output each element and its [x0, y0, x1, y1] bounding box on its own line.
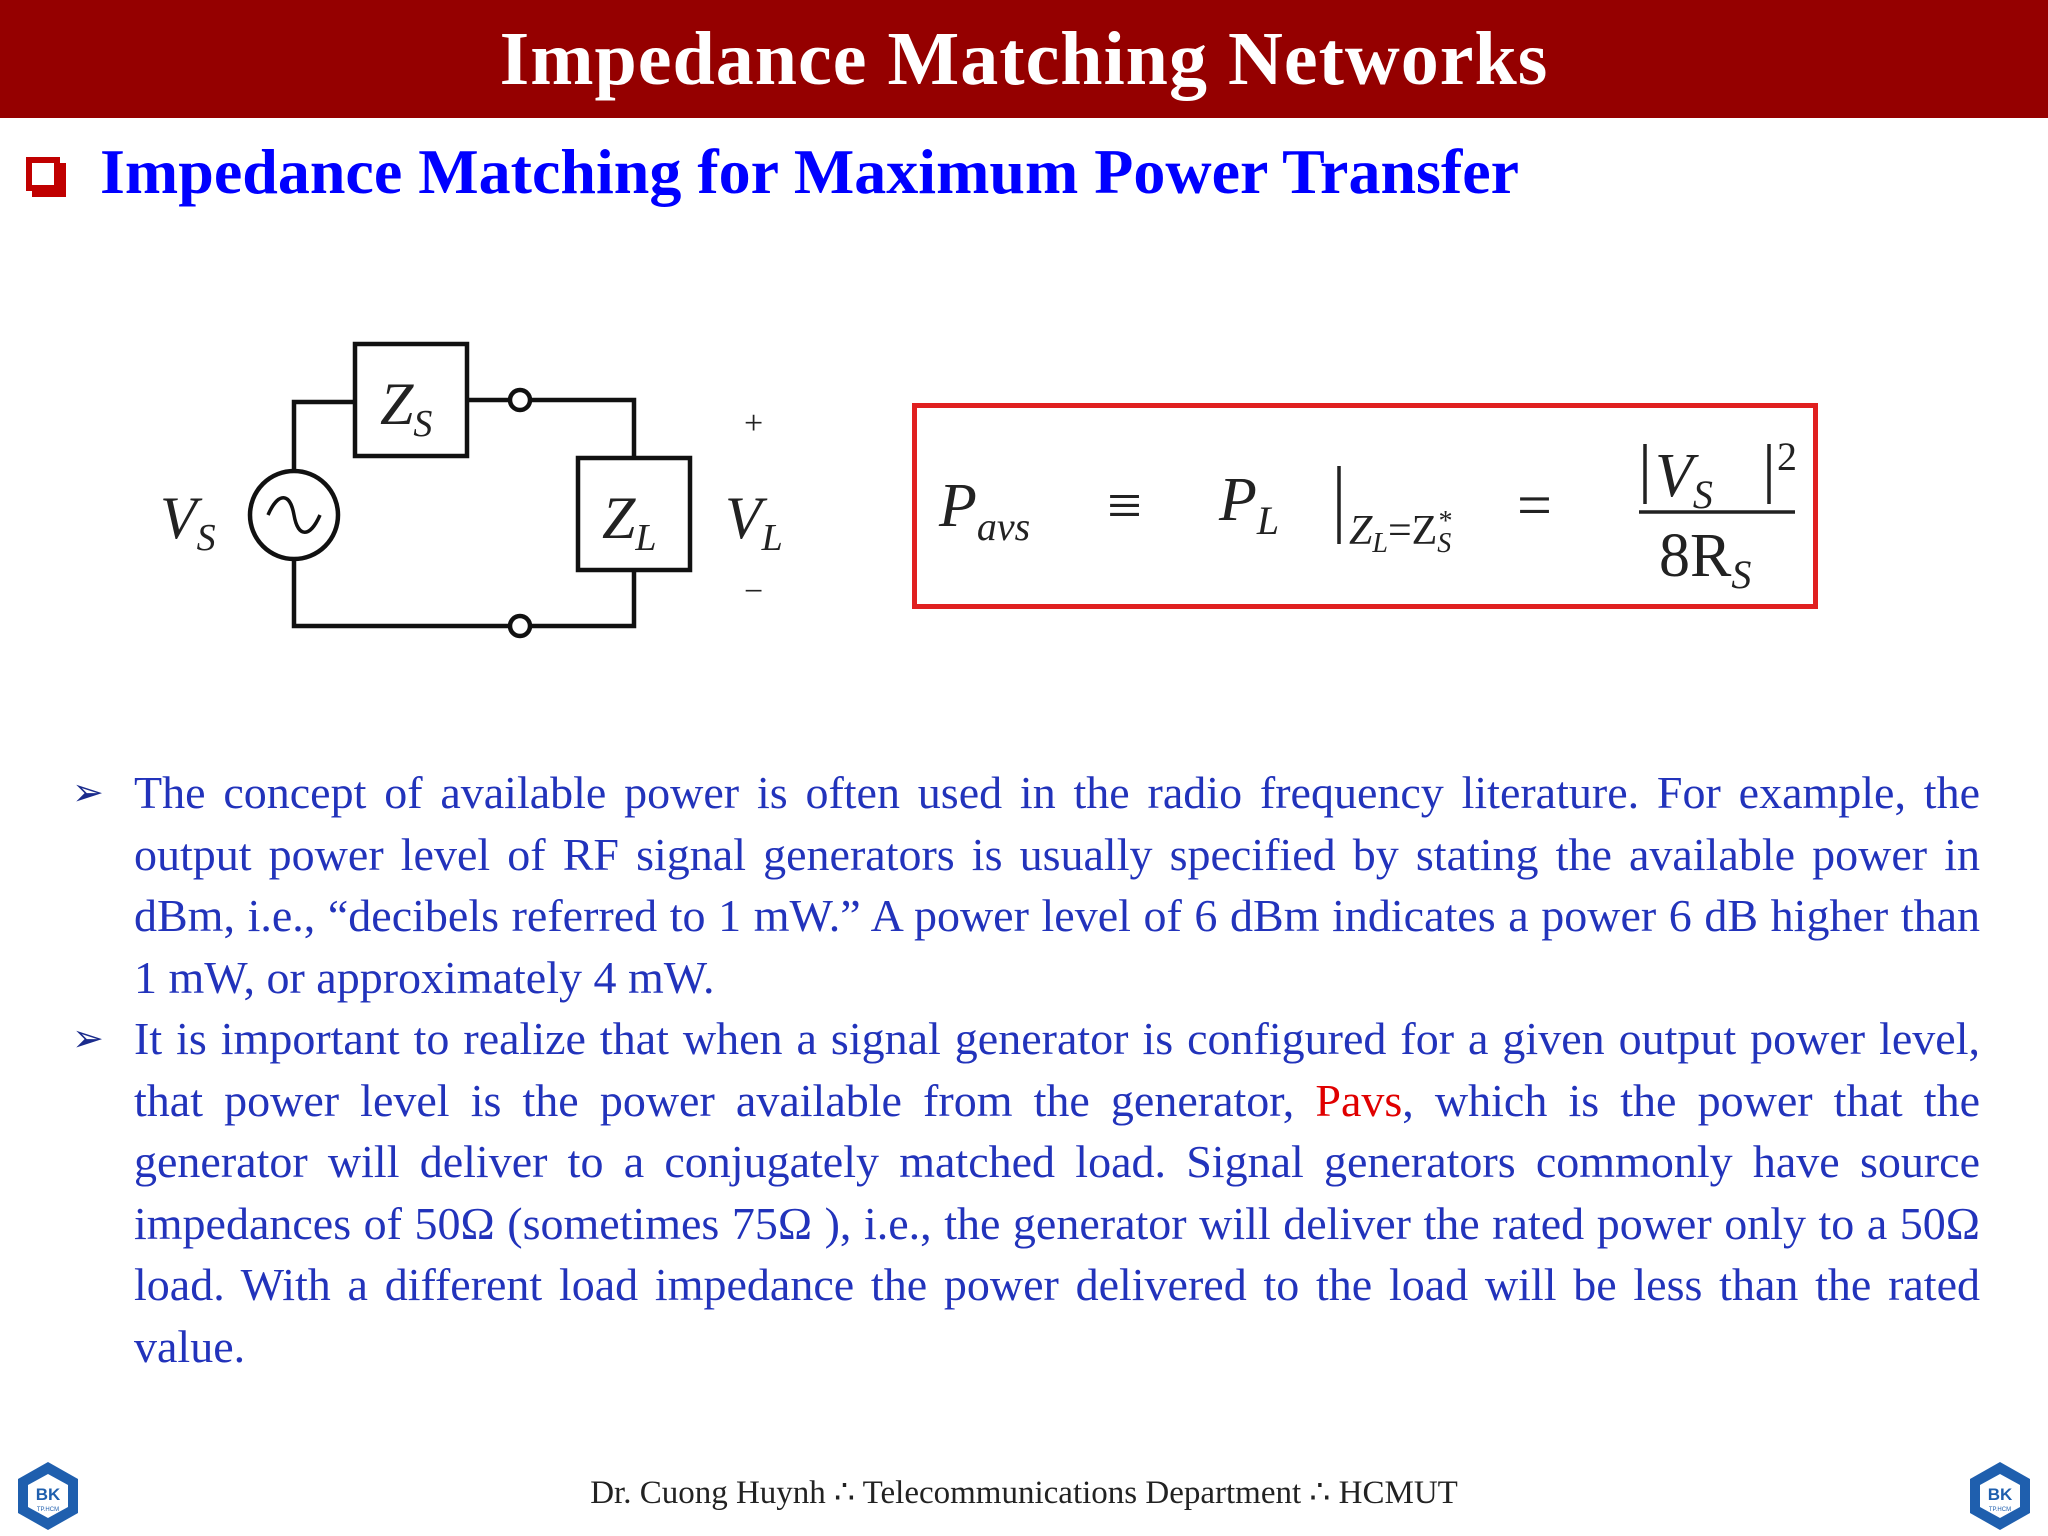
terminal-bottom — [507, 613, 533, 639]
formula: Pavs ≡ PL ZL=ZS* = VS 2 8RS — [938, 434, 1797, 597]
formula-mid: PL — [1218, 466, 1279, 543]
logo-text: BK — [1988, 1485, 2013, 1504]
wire-bottom-left — [291, 558, 510, 629]
bk-logo-right: BK TP.HCM — [1970, 1462, 2030, 1530]
ac-source-symbol — [247, 468, 341, 562]
zs-label: ZS — [380, 371, 432, 445]
plus-sign: + — [744, 405, 763, 442]
section-heading: Impedance Matching for Maximum Power Tra… — [26, 132, 1519, 212]
formula-box: Pavs ≡ PL ZL=ZS* = VS 2 8RS — [912, 403, 1818, 609]
arrow-bullet-icon: ➢ — [72, 770, 104, 814]
bullet-text-start: It is important to realize that when a s… — [134, 1013, 1980, 1126]
formula-lhs: Pavs — [938, 472, 1030, 549]
body-text: ➢ The concept of available power is ofte… — [68, 762, 1980, 1377]
bk-logo-left: BK TP.HCM — [18, 1462, 78, 1530]
highlight-pavs: Pavs — [1315, 1074, 1403, 1126]
formula-equals: = — [1517, 472, 1552, 540]
logo-text: BK — [36, 1485, 61, 1504]
bullet-text: The concept of available power is often … — [134, 767, 1980, 1003]
zl-label: ZL — [602, 485, 657, 559]
formula-numerator: VS — [1655, 442, 1713, 517]
bullet-item: ➢ It is important to realize that when a… — [68, 1008, 1980, 1377]
square-bullet-icon — [26, 157, 60, 191]
logo-subtext: TP.HCM — [1989, 1507, 2011, 1513]
slide-title: Impedance Matching Networks — [499, 16, 1549, 101]
arrow-bullet-icon: ➢ — [72, 1016, 104, 1060]
wire-top-left — [291, 399, 355, 472]
vl-label: VL — [725, 485, 783, 559]
wire-top-right — [530, 397, 637, 458]
circuit-diagram: VS ZS ZL VL + − — [160, 341, 783, 639]
sine-wave-icon — [266, 496, 322, 534]
section-title: Impedance Matching for Maximum Power Tra… — [100, 136, 1520, 207]
formula-equiv: ≡ — [1107, 472, 1142, 540]
footer: Dr. Cuong Huynh ∴ Telecommunications Dep… — [590, 1475, 1458, 1511]
terminal-top — [507, 387, 533, 413]
minus-sign: − — [744, 573, 763, 610]
wire-bottom-right — [530, 570, 637, 629]
formula-exponent: 2 — [1777, 434, 1797, 479]
source-label: VS — [160, 485, 216, 559]
formula-denominator: 8RS — [1659, 522, 1751, 597]
formula-condition: ZL=ZS* — [1349, 506, 1451, 559]
bullet-item: ➢ The concept of available power is ofte… — [68, 762, 1980, 1008]
bullet-text-end: , which is the power that the generator … — [134, 1074, 1980, 1372]
title-bar: Impedance Matching Networks — [0, 0, 2048, 118]
logo-subtext: TP.HCM — [37, 1507, 59, 1513]
